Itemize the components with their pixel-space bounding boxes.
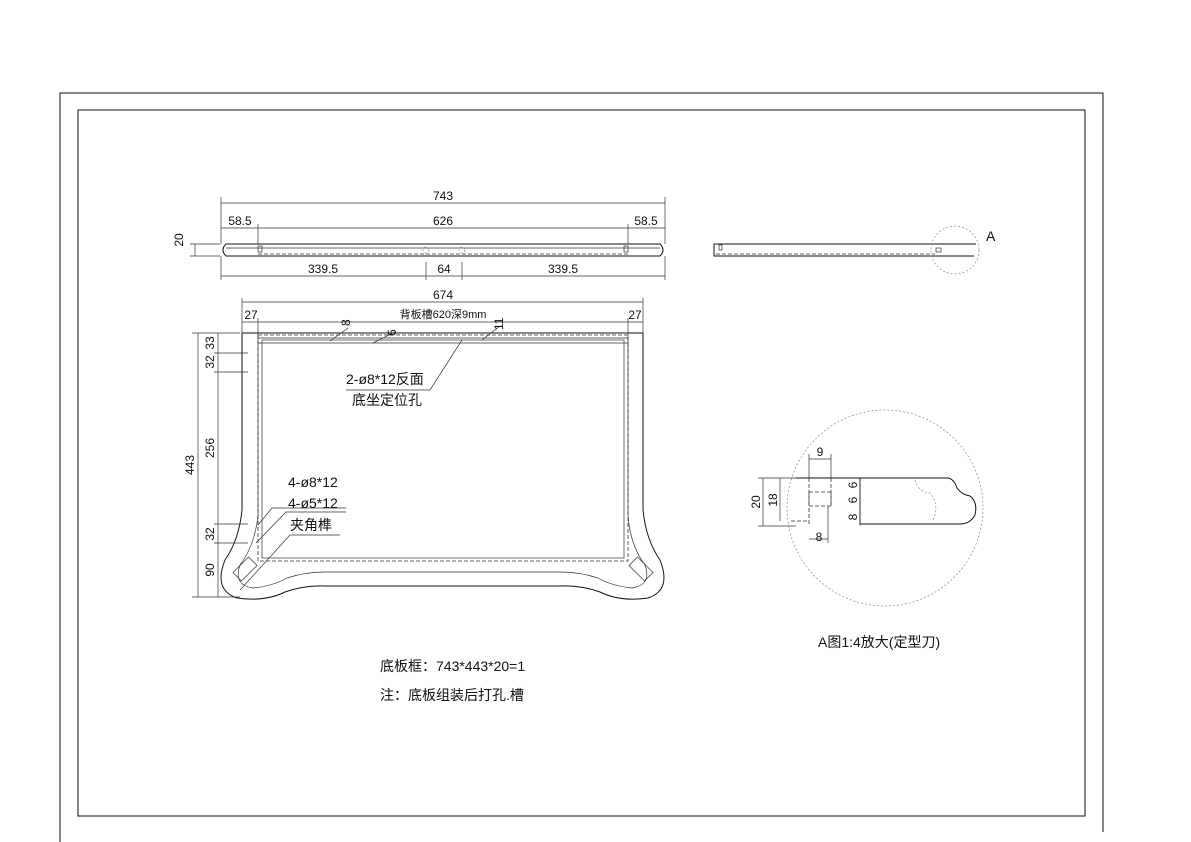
dim-side-right: 27: [628, 308, 642, 322]
dim-bottom-mid: 64: [437, 262, 451, 276]
dim-6: 6: [385, 329, 399, 336]
dim-v-256: 256: [203, 438, 217, 458]
dim-bottom-right: 339.5: [548, 262, 578, 276]
dim-11: 11: [492, 317, 506, 330]
top-view: 743 58.5 626 58.5 20 339.5 64 339.5: [172, 189, 666, 280]
dim-width: 674: [433, 288, 453, 302]
groove-note: 背板槽620深9mm: [400, 307, 487, 321]
part-note: 底板框：743*443*20=1: [380, 658, 525, 674]
dim-v-90: 90: [203, 563, 217, 577]
detail-dim-8-h: 8: [816, 530, 823, 544]
corner-note-1: 4-ø8*12: [288, 474, 338, 490]
dim-height: 443: [183, 455, 197, 475]
dim-thickness: 20: [172, 233, 186, 247]
detail-caption: A图1:4放大(定型刀): [818, 634, 940, 650]
dim-8: 8: [339, 319, 353, 326]
detail-dim-8-v: 8: [846, 513, 860, 520]
detail-dim-9: 9: [817, 445, 824, 459]
corner-note-2: 4-ø5*12: [288, 495, 338, 511]
dim-v-32-top: 32: [203, 355, 217, 369]
remark-note: 注：底板组装后打孔.槽: [380, 687, 524, 703]
detail-dim-6a: 6: [846, 481, 860, 488]
dim-v-33: 33: [203, 336, 217, 350]
hole-note-line1: 2-ø8*12反面: [346, 371, 424, 387]
dim-end-right: 58.5: [634, 214, 658, 228]
detail-marker-a: A: [986, 228, 996, 244]
hole-note-line2: 底坐定位孔: [352, 392, 422, 408]
front-view: 674 背板槽620深9mm 27 27 8 6 11 443 33 32 25…: [183, 288, 665, 600]
dim-side-left: 27: [244, 308, 258, 322]
detail-dim-6b: 6: [846, 496, 860, 503]
detail-dim-18: 18: [766, 493, 780, 507]
dim-overall-length: 743: [433, 189, 453, 203]
dim-middle: 626: [433, 214, 453, 228]
dim-v-32-bottom: 32: [203, 527, 217, 541]
dim-bottom-left: 339.5: [308, 262, 338, 276]
dim-end-left: 58.5: [228, 214, 252, 228]
detail-a: 9 8 20 18 6 6 8 A图1:4放大(定型刀): [749, 409, 984, 650]
corner-note-3: 夹角榫: [290, 517, 332, 533]
detail-dim-20: 20: [749, 495, 763, 509]
sheet-border: [59, 92, 1104, 842]
side-view: A: [713, 225, 996, 275]
